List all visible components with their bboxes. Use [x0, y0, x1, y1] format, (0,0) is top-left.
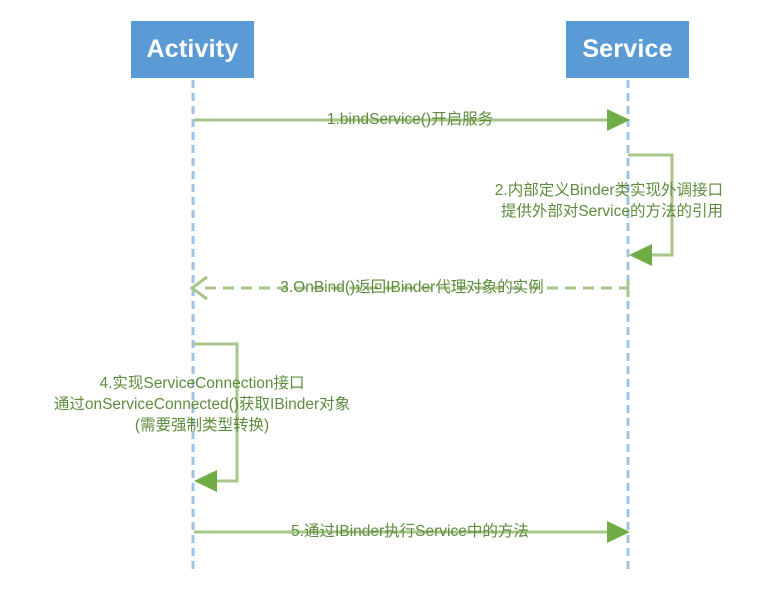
message-selfcall-4[interactable]	[193, 342, 239, 492]
participant-box-activity[interactable]: Activity	[131, 21, 254, 78]
message-label-2: 2.内部定义Binder类实现外调接口 提供外部对Service的方法的引用	[495, 180, 723, 222]
message-arrow-5[interactable]	[194, 521, 630, 543]
message-label-3-line-1: 3.OnBind()返回IBinder代理对象的实例	[280, 279, 544, 296]
participant-label-service: Service	[582, 35, 673, 63]
message-selfcall-2[interactable]	[628, 153, 674, 266]
message-label-1-line-1: 1.bindService()开启服务	[326, 111, 494, 128]
message-label-2-line-2: 提供外部对Service的方法的引用	[500, 203, 723, 220]
message-label-4: 4.实现ServiceConnection接口 通过onServiceConne…	[54, 373, 350, 436]
message-label-4-line-2: 通过onServiceConnected()获取IBinder对象	[53, 396, 351, 413]
message-label-2-line-1: 2.内部定义Binder类实现外调接口	[494, 182, 723, 199]
message-arrow-3[interactable]	[189, 275, 630, 301]
participant-label-activity: Activity	[146, 35, 239, 63]
message-arrow-1[interactable]	[194, 109, 630, 131]
message-label-3: 3.OnBind()返回IBinder代理对象的实例	[280, 277, 544, 298]
message-label-5: 5.通过IBinder执行Service中的方法	[291, 521, 529, 542]
message-label-4-line-1: 4.实现ServiceConnection接口	[99, 375, 305, 392]
message-label-5-line-1: 5.通过IBinder执行Service中的方法	[291, 523, 529, 540]
message-label-4-line-3: (需要强制类型转换)	[134, 417, 270, 434]
message-label-1: 1.bindService()开启服务	[327, 109, 493, 130]
participant-box-service[interactable]: Service	[566, 21, 689, 78]
